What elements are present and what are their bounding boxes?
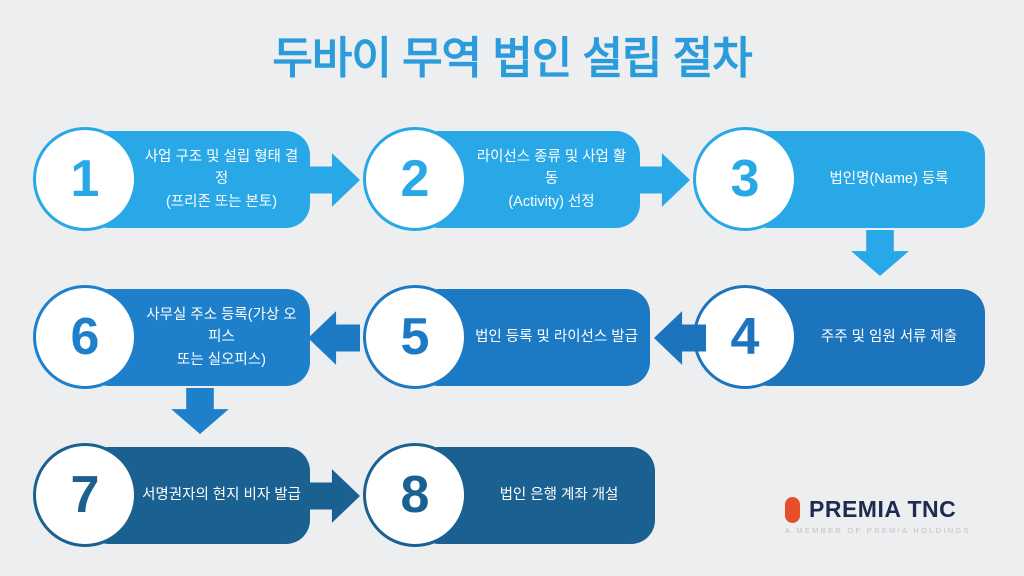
arrow-step5-to-step6-icon xyxy=(308,311,360,365)
step-8-label-line1: 법인 은행 계좌 개설 xyxy=(499,487,619,504)
premia-tnc-logo: PREMIA TNC A MEMBER OF PREMIA HOLDINGS xyxy=(785,496,971,535)
step-6-card: 6 사무실 주소 등록(가상 오피스 또는 실오피스) xyxy=(33,285,310,389)
step-7-label-line1: 서명권자의 현지 비자 발급 xyxy=(142,487,301,504)
arrow-step3-to-step4-icon xyxy=(851,230,909,276)
step-4-number: 4 xyxy=(730,308,760,366)
step-7-card: 7 서명권자의 현지 비자 발급 xyxy=(33,443,310,547)
step-2-label-line2: (Activity) 선정 xyxy=(508,193,595,210)
step-6-number-badge: 6 xyxy=(33,285,137,389)
step-4-label-line1: 주주 및 임원 서류 제출 xyxy=(820,329,958,346)
step-7-number: 7 xyxy=(70,466,100,524)
step-1-number-badge: 1 xyxy=(33,127,137,231)
logo-name: PREMIA TNC xyxy=(809,496,957,522)
step-3-number-badge: 3 xyxy=(693,127,797,231)
step-8-label: 법인 은행 계좌 개설 xyxy=(471,447,647,544)
step-5-card: 5 법인 등록 및 라이선스 발급 xyxy=(363,285,650,389)
step-8-card: 8 법인 은행 계좌 개설 xyxy=(363,443,655,547)
step-4-card: 4 주주 및 임원 서류 제출 xyxy=(693,285,985,389)
step-6-label: 사무실 주소 등록(가상 오피스 또는 실오피스) xyxy=(141,289,302,386)
step-8-number: 8 xyxy=(400,466,430,524)
step-1-number: 1 xyxy=(70,150,100,208)
page-title: 두바이 무역 법인 설립 절차 xyxy=(272,34,752,83)
step-3-card: 3 법인명(Name) 등록 xyxy=(693,127,985,231)
step-7-label: 서명권자의 현지 비자 발급 xyxy=(141,447,302,544)
step-7-number-badge: 7 xyxy=(33,443,137,547)
step-2-number-badge: 2 xyxy=(363,127,467,231)
arrow-step7-to-step8-icon xyxy=(308,469,360,523)
arrow-step2-to-step3-icon xyxy=(638,153,690,207)
step-4-number-badge: 4 xyxy=(693,285,797,389)
step-2-label-line1: 라이선스 종류 및 사업 활동 xyxy=(476,148,627,188)
step-2-label: 라이선스 종류 및 사업 활동 (Activity) 선정 xyxy=(471,131,632,228)
logo-pill-icon xyxy=(785,496,800,523)
step-6-number: 6 xyxy=(70,308,100,366)
step-5-number-badge: 5 xyxy=(363,285,467,389)
step-5-label-line1: 법인 등록 및 라이선스 발급 xyxy=(475,329,638,346)
step-3-label: 법인명(Name) 등록 xyxy=(801,131,977,228)
step-2-number: 2 xyxy=(400,150,430,208)
step-3-number: 3 xyxy=(730,150,760,208)
step-5-number: 5 xyxy=(400,308,430,366)
step-1-card: 1 사업 구조 및 설립 형태 결정 (프리존 또는 본토) xyxy=(33,127,310,231)
step-1-label: 사업 구조 및 설립 형태 결정 (프리존 또는 본토) xyxy=(141,131,302,228)
step-1-label-line2: (프리존 또는 본토) xyxy=(165,193,278,210)
arrow-step6-to-step7-icon xyxy=(171,388,229,434)
step-3-label-line1: 법인명(Name) 등록 xyxy=(829,171,949,188)
step-2-card: 2 라이선스 종류 및 사업 활동 (Activity) 선정 xyxy=(363,127,640,231)
arrow-step1-to-step2-icon xyxy=(308,153,360,207)
step-6-label-line2: 또는 실오피스) xyxy=(177,351,266,368)
step-6-label-line1: 사무실 주소 등록(가상 오피스 xyxy=(146,306,297,346)
step-4-label: 주주 및 임원 서류 제출 xyxy=(801,289,977,386)
step-5-label: 법인 등록 및 라이선스 발급 xyxy=(471,289,642,386)
step-8-number-badge: 8 xyxy=(363,443,467,547)
logo-tagline: A MEMBER OF PREMIA HOLDINGS xyxy=(785,526,971,535)
step-1-label-line1: 사업 구조 및 설립 형태 결정 xyxy=(144,148,299,188)
